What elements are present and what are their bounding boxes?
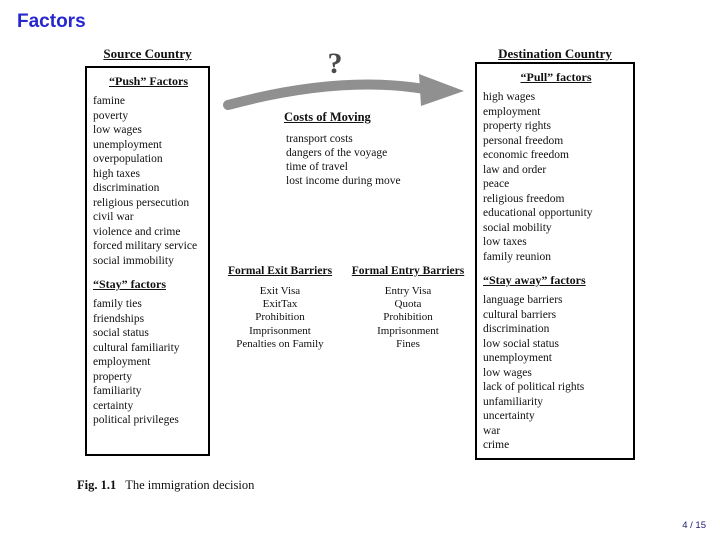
list-item: civil war: [93, 211, 134, 223]
list-item: low taxes: [483, 236, 527, 248]
question-mark: ?: [327, 47, 343, 80]
list-item: time of travel: [286, 161, 348, 173]
list-item: Penalties on Family: [236, 337, 324, 350]
list-item: cultural barriers: [483, 308, 557, 321]
list-item: unemployment: [483, 352, 552, 364]
list-item: employment: [93, 356, 151, 368]
list-item: Fines: [396, 337, 420, 350]
list-item: employment: [483, 105, 541, 118]
list-item: lack of political rights: [483, 381, 585, 393]
list-item: social mobility: [483, 221, 552, 234]
list-item: low wages: [93, 124, 142, 136]
source-factors-box: “Push” Factors famine poverty low wages une…: [85, 66, 210, 456]
list-item: poverty: [93, 109, 129, 122]
list-item: Quota: [394, 298, 422, 311]
list-item: educational opportunity: [483, 207, 593, 219]
list-item: discrimination: [483, 323, 550, 335]
list-item: religious freedom: [483, 192, 565, 205]
pull-factors-list: high wages employment property rights perso…: [483, 90, 629, 264]
list-item: law and order: [483, 163, 547, 176]
list-item: familiarity: [93, 385, 142, 397]
list-item: Entry Visa: [384, 285, 432, 297]
pull-factors-title: “Pull” factors: [520, 70, 592, 84]
list-item: social immobility: [93, 254, 174, 267]
list-item: property: [93, 370, 132, 383]
list-item: ExitTax: [262, 298, 298, 311]
list-item: crime: [483, 439, 510, 451]
costs-of-moving-title: Costs of Moving: [284, 110, 371, 124]
list-item: Imprisonment: [249, 324, 311, 337]
list-item: lost income during move: [286, 175, 401, 187]
list-item: violence and crime: [93, 225, 181, 238]
stay-factors-title: “Stay” factors: [93, 277, 166, 291]
list-item: political privileges: [93, 414, 179, 426]
costs-of-moving-section: Costs of Moving transport costs dangers o…: [284, 110, 454, 188]
list-item: certainty: [93, 399, 134, 412]
list-item: property rights: [483, 120, 552, 132]
stay-factors-list: family ties friendships social status cultu…: [93, 297, 204, 428]
page-number: 4 / 15: [682, 520, 706, 531]
list-item: dangers of the voyage: [286, 147, 388, 159]
list-item: religious persecution: [93, 196, 190, 209]
list-item: Prohibition: [255, 311, 305, 324]
list-item: low social status: [483, 337, 560, 350]
formal-entry-barriers-title: Formal Entry Barriers: [351, 265, 465, 277]
list-item: low wages: [483, 366, 532, 379]
list-item: forced military service: [93, 240, 198, 252]
list-item: economic freedom: [483, 149, 569, 161]
list-item: discrimination: [93, 182, 160, 194]
list-item: Imprisonment: [377, 324, 439, 337]
list-item: Exit Visa: [259, 285, 301, 297]
list-item: family reunion: [483, 250, 552, 263]
list-item: transport costs: [286, 133, 353, 145]
list-item: Prohibition: [383, 311, 433, 324]
source-country-header: Source Country: [103, 46, 192, 61]
list-item: cultural familiarity: [93, 341, 180, 354]
list-item: personal freedom: [483, 134, 564, 147]
list-item: high taxes: [93, 167, 140, 180]
list-item: unemployment: [93, 138, 162, 151]
list-item: peace: [483, 178, 510, 190]
list-item: high wages: [483, 91, 536, 103]
push-factors-title: “Push” Factors: [109, 74, 188, 88]
destination-factors-box: “Pull” factors high wages employment prope…: [475, 62, 635, 460]
slide-title: Factors: [17, 11, 86, 32]
formal-exit-barriers-title: Formal Exit Barriers: [227, 265, 333, 277]
stay-away-factors-title: “Stay away” factors: [483, 273, 586, 287]
list-item: friendships: [93, 312, 145, 325]
figure-caption-text: The immigration decision: [125, 478, 255, 492]
list-item: unfamiliarity: [483, 395, 544, 408]
list-item: uncertainty: [483, 410, 535, 422]
figure-caption: Fig. 1.1 The immigration decision: [77, 478, 254, 493]
migration-arrow-icon: [223, 74, 464, 110]
stay-away-factors-list: language barriers cultural barriers discri…: [483, 293, 629, 453]
list-item: war: [483, 424, 501, 437]
list-item: social status: [93, 327, 149, 339]
list-item: language barriers: [483, 294, 563, 306]
list-item: famine: [93, 95, 125, 107]
figure-caption-label: Fig. 1.1: [77, 478, 117, 492]
list-item: overpopulation: [93, 153, 163, 165]
costs-of-moving-list: transport costs dangers of the voyage time…: [284, 132, 454, 188]
push-factors-list: famine poverty low wages unemployment overpo…: [93, 94, 204, 268]
destination-country-header: Destination Country: [498, 46, 612, 61]
list-item: family ties: [93, 298, 142, 310]
